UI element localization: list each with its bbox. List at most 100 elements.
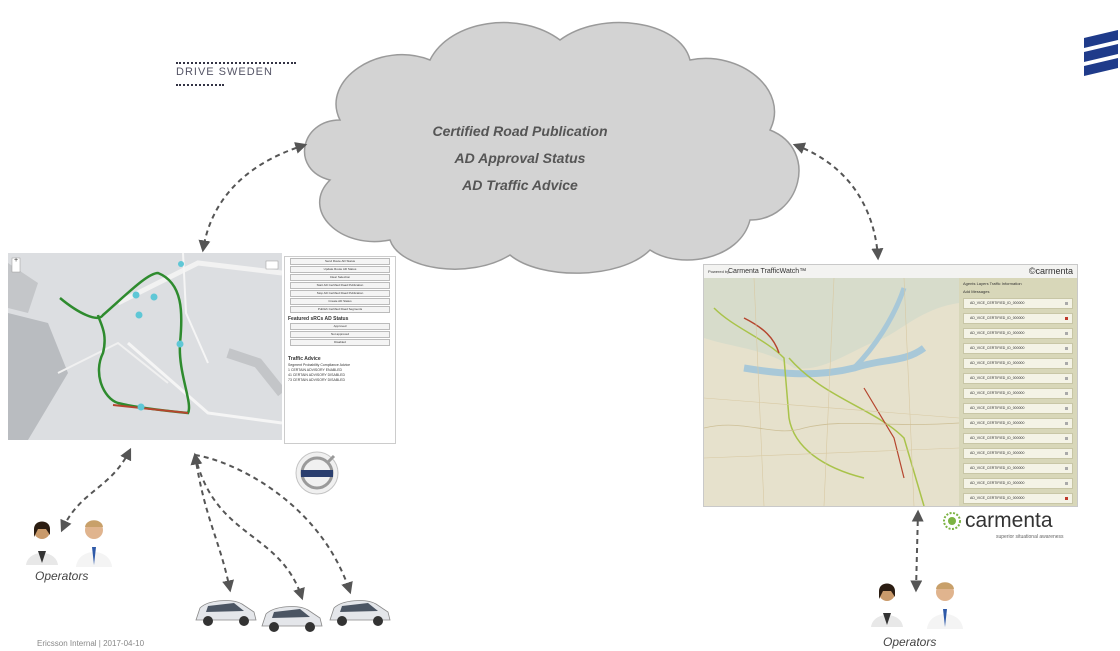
panel-button-0[interactable]: Send Route AD Status (290, 258, 390, 265)
traffic-watch-list-item[interactable]: AD_VICE_CERTIFIED_ID_000000 (963, 463, 1073, 474)
panel-button-6[interactable]: Publish Certified Road Segments (290, 306, 390, 313)
status-marker-icon (1065, 497, 1068, 500)
operators-right-label: Operators (883, 635, 937, 649)
status-disabled-button[interactable]: Disabled (290, 339, 390, 346)
car-icon (329, 600, 391, 626)
panel-button-5[interactable]: Create AD Status (290, 298, 390, 305)
volvo-logo-icon (295, 451, 339, 495)
carmenta-tagline: superior situational awareness (996, 534, 1064, 540)
panel-button-3[interactable]: Start AD Certified Road Publication (290, 282, 390, 289)
panel-button-1[interactable]: Update Route AD Status (290, 266, 390, 273)
traffic-watch-list-item[interactable]: AD_VICE_CERTIFIED_ID_000000 (963, 313, 1073, 324)
list-item-label: AD_VICE_CERTIFIED_ID_000000 (970, 301, 1025, 305)
route-green (59, 271, 191, 415)
advice-col-advice: Advice (339, 363, 351, 367)
advice-cell: CERTAIN (292, 378, 308, 382)
status-marker-icon (1065, 467, 1068, 470)
operator-male-icon (76, 520, 112, 567)
advice-cell: ADVISORY (308, 373, 327, 377)
traffic-watch-list-item[interactable]: AD_VICE_CERTIFIED_ID_000000 (963, 358, 1073, 369)
cloud-services: Certified Road Publication AD Approval S… (390, 118, 650, 199)
status-marker-icon (1065, 407, 1068, 410)
status-marker-icon (1065, 482, 1068, 485)
list-item-label: AD_VICE_CERTIFIED_ID_000000 (970, 436, 1025, 440)
drive-sweden-logo: DRIVE SWEDEN (176, 62, 296, 86)
traffic-watch-list-item[interactable]: AD_VICE_CERTIFIED_ID_000000 (963, 478, 1073, 489)
panel-button-4[interactable]: Stop AD Certified Road Publication (290, 290, 390, 297)
list-item-label: AD_VICE_CERTIFIED_ID_000000 (970, 316, 1025, 320)
status-not-approved-button[interactable]: Not approved (290, 331, 390, 338)
connector-cloud-right (792, 142, 884, 261)
advice-cell: 73 (288, 378, 292, 382)
advice-row: 1 CERTAIN ADVISORY ENABLED (288, 368, 392, 372)
list-item-label: AD_VICE_CERTIFIED_ID_000000 (970, 391, 1025, 395)
tab-traffic-information[interactable]: Traffic Information (989, 281, 1022, 286)
traffic-watch-list-item[interactable]: AD_VICE_CERTIFIED_ID_000000 (963, 493, 1073, 504)
list-item-label: AD_VICE_CERTIFIED_ID_000000 (970, 496, 1025, 500)
panel-button-2[interactable]: Clear Selection (290, 274, 390, 281)
tab-agents[interactable]: Agents (963, 281, 976, 286)
advice-cell: DISABLED (327, 378, 345, 382)
advice-cell: 41 (288, 373, 292, 377)
list-item-label: AD_VICE_CERTIFIED_ID_000000 (970, 361, 1025, 365)
cloud-shape (303, 21, 800, 274)
traffic-watch-list-item[interactable]: AD_VICE_CERTIFIED_ID_000000 (963, 298, 1073, 309)
advice-cell: 1 (288, 368, 290, 372)
traffic-watch-list-item[interactable]: AD_VICE_CERTIFIED_ID_000000 (963, 328, 1073, 339)
traffic-watch-list-item[interactable]: AD_VICE_CERTIFIED_ID_000000 (963, 388, 1073, 399)
autonomous-cars-group (195, 600, 391, 632)
left-app-panel: Send Route AD Status Update Route AD Sta… (284, 256, 396, 444)
operators-right-icons (871, 582, 963, 629)
advice-cell: DISABLED (327, 373, 345, 377)
carmenta-wordmark: carmenta (965, 509, 1053, 532)
cloud-item-ad-approval: AD Approval Status (454, 150, 586, 166)
list-item-label: AD_VICE_CERTIFIED_ID_000000 (970, 481, 1025, 485)
footer-text: Ericsson Internal | 2017-04-10 (37, 639, 145, 648)
list-item-label: AD_VICE_CERTIFIED_ID_000000 (970, 376, 1025, 380)
tab-layers[interactable]: Layers (976, 281, 989, 286)
connector-cloud-left (198, 142, 308, 253)
advice-cell: CERTAIN (290, 368, 306, 372)
traffic-watch-list-panel: Agents Layers Traffic Information Add Me… (959, 278, 1077, 506)
car-icon (195, 600, 257, 626)
status-marker-icon (1065, 437, 1068, 440)
traffic-watch-list-item[interactable]: AD_VICE_CERTIFIED_ID_000000 (963, 418, 1073, 429)
connector-car-1 (190, 452, 234, 593)
advice-row: 73 CERTAIN ADVISORY DISABLED (288, 378, 392, 382)
list-item-label: AD_VICE_CERTIFIED_ID_000000 (970, 421, 1025, 425)
traffic-watch-titlebar: Powered by Carmenta TrafficWatch™ ©carme… (704, 265, 1077, 278)
traffic-watch-list-item[interactable]: AD_VICE_CERTIFIED_ID_000000 (963, 343, 1073, 354)
advice-cell: ADVISORY (308, 378, 327, 382)
left-app-map[interactable]: + (8, 253, 282, 440)
advice-row: 41 CERTAIN ADVISORY DISABLED (288, 373, 392, 377)
connector-car-2 (194, 454, 305, 601)
carmenta-logo-icon (943, 512, 961, 530)
cloud-item-ad-traffic-advice: AD Traffic Advice (462, 177, 578, 193)
operator-male-icon (927, 582, 963, 629)
list-item-label: AD_VICE_CERTIFIED_ID_000000 (970, 331, 1025, 335)
add-messages-button[interactable]: Add Messages (963, 289, 990, 294)
status-marker-icon (1065, 302, 1068, 305)
list-item-label: AD_VICE_CERTIFIED_ID_000000 (970, 406, 1025, 410)
advice-header-row: Segment Probability Compliance Advice (288, 363, 392, 367)
connector-right-operators (910, 509, 924, 593)
traffic-watch-list-item[interactable]: AD_VICE_CERTIFIED_ID_000000 (963, 403, 1073, 414)
cloud-item-certified-road: Certified Road Publication (432, 123, 608, 139)
route-red (112, 404, 189, 414)
advice-col-segment: Segment (288, 363, 303, 367)
traffic-watch-list-item[interactable]: AD_VICE_CERTIFIED_ID_000000 (963, 373, 1073, 384)
traffic-watch-list-item[interactable]: AD_VICE_CERTIFIED_ID_000000 (963, 448, 1073, 459)
traffic-watch-title: Carmenta TrafficWatch™ (728, 268, 807, 275)
status-marker-icon (1065, 347, 1068, 350)
traffic-watch-list-item[interactable]: AD_VICE_CERTIFIED_ID_000000 (963, 433, 1073, 444)
powered-by-label: Powered by (708, 269, 730, 274)
list-item-label: AD_VICE_CERTIFIED_ID_000000 (970, 346, 1025, 350)
status-marker-icon (1065, 422, 1068, 425)
map-zoom-in-button[interactable]: + (14, 257, 19, 264)
status-approved-button[interactable]: Approved (290, 323, 390, 330)
traffic-watch-map[interactable] (704, 278, 959, 506)
advice-col-probability: Probability (303, 363, 320, 367)
operators-left-icons (26, 520, 112, 567)
